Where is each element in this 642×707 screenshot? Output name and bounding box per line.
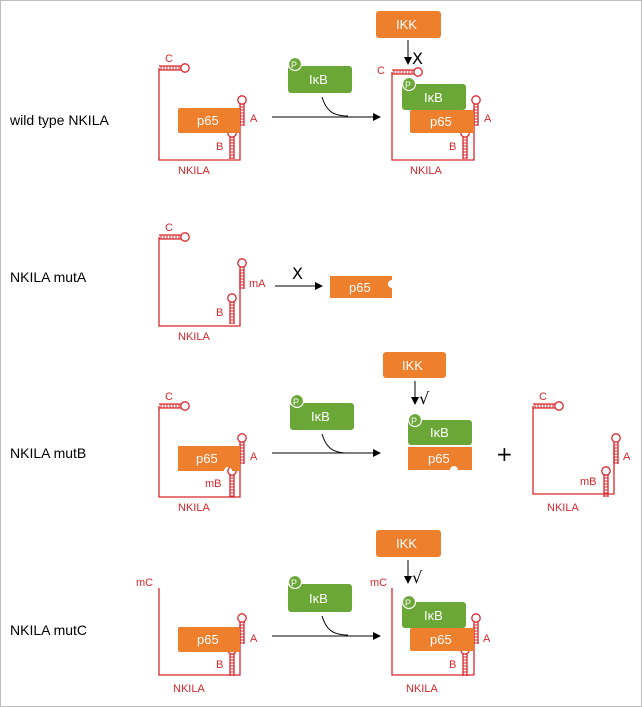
phospho-label: P <box>405 598 411 608</box>
ikb-curve <box>321 615 349 636</box>
site-c-label: C <box>377 65 385 77</box>
p65-label: p65 <box>196 451 218 466</box>
nkila-label: NKILA <box>178 165 210 177</box>
nkila-label: NKILA <box>178 331 210 343</box>
phospho-label: P <box>291 60 297 70</box>
nkila-rna-mutc-left: mC A B NKILA <box>136 577 258 695</box>
p65-label: p65 <box>428 451 450 466</box>
row-label-wild-type: wild type NKILA <box>9 112 109 128</box>
plus-sign: + <box>496 442 513 466</box>
p65-box: p65 <box>410 628 474 651</box>
p65-label: p65 <box>197 113 219 128</box>
ikb-curve <box>321 433 349 454</box>
nkila-rna-mutb-right: C A mB NKILA <box>532 391 631 514</box>
site-b-label: B <box>216 141 223 153</box>
site-mc-label: mC <box>136 577 153 589</box>
row-label-mut-a: NKILA mutA <box>10 269 87 285</box>
row-label-mut-b: NKILA mutB <box>10 445 86 461</box>
p65-box: p65 <box>408 447 472 470</box>
site-a-label: A <box>483 633 491 645</box>
nkila-rna-wt-left: C A B NKILA <box>158 53 258 177</box>
ikk-box: IKK <box>376 530 441 557</box>
p65-label: p65 <box>430 632 452 647</box>
site-a-label: A <box>250 633 258 645</box>
site-a-label: A <box>484 113 492 125</box>
nkila-rna-muta: C mA B NKILA <box>158 222 266 343</box>
site-b-label: B <box>449 141 456 153</box>
site-b-label: B <box>216 659 223 671</box>
p65-box: p65 <box>178 108 240 133</box>
site-mb-label: mB <box>205 478 222 490</box>
allow-mark: √ <box>412 568 423 587</box>
ikk-label: IKK <box>396 536 417 551</box>
site-b-label: B <box>216 307 223 319</box>
site-mb-label: mB <box>580 476 597 488</box>
ikb-phospho-box: P IκB <box>287 56 352 93</box>
ikb-label: IκB <box>309 72 328 87</box>
p65-label: p65 <box>430 114 452 129</box>
ikk-box: IKK <box>376 11 441 38</box>
ikk-label: IKK <box>396 17 417 32</box>
p65-label: p65 <box>349 280 371 295</box>
ikb-phospho-box: P IκB <box>289 393 354 430</box>
site-c-label: C <box>539 391 547 403</box>
ikb-phospho-box: P IκB <box>407 412 472 445</box>
block-mark: X <box>292 264 303 283</box>
phospho-label: P <box>411 416 417 426</box>
ikk-label: IKK <box>402 358 423 373</box>
ikb-label: IκB <box>424 608 443 623</box>
site-a-label: A <box>250 113 258 125</box>
site-b-label: B <box>449 659 456 671</box>
nkila-rna-mutb-left: C A mB NKILA <box>158 391 258 514</box>
ikb-label: IκB <box>430 425 449 440</box>
ikb-phospho-box: P IκB <box>401 594 466 628</box>
site-ma-label: mA <box>249 278 266 290</box>
ikb-phospho-box: P IκB <box>287 574 352 612</box>
site-a-label: A <box>623 451 631 463</box>
nkila-label: NKILA <box>410 165 442 177</box>
ikb-label: IκB <box>424 90 443 105</box>
ikb-phospho-box: P IκB <box>401 76 466 110</box>
ikb-label: IκB <box>311 409 330 424</box>
site-c-label: C <box>165 222 173 234</box>
site-c-label: C <box>165 53 173 65</box>
nkila-label: NKILA <box>178 502 210 514</box>
phospho-label: P <box>291 578 297 588</box>
nkila-label: NKILA <box>173 683 205 695</box>
ikb-label: IκB <box>309 591 328 606</box>
p65-box: p65 <box>330 276 392 298</box>
p65-label: p65 <box>197 632 219 647</box>
p65-box: p65 <box>410 110 474 133</box>
phospho-label: P <box>293 397 299 407</box>
phospho-label: P <box>405 80 411 90</box>
site-mc-label: mC <box>370 577 387 589</box>
allow-mark: √ <box>419 389 430 408</box>
p65-box: p65 <box>178 446 240 471</box>
site-c-label: C <box>165 391 173 403</box>
nkila-rna-mutc-right: mC A B NKILA <box>370 577 491 695</box>
site-a-label: A <box>250 451 258 463</box>
block-mark: X <box>412 49 423 68</box>
nkila-label: NKILA <box>406 683 438 695</box>
row-label-mut-c: NKILA mutC <box>10 622 87 638</box>
ikk-box: IKK <box>383 352 446 378</box>
ikb-curve <box>321 96 349 117</box>
nkila-label: NKILA <box>547 502 579 514</box>
p65-box: p65 <box>178 627 240 652</box>
nkila-rna-wt-right: C A B NKILA <box>377 65 492 177</box>
